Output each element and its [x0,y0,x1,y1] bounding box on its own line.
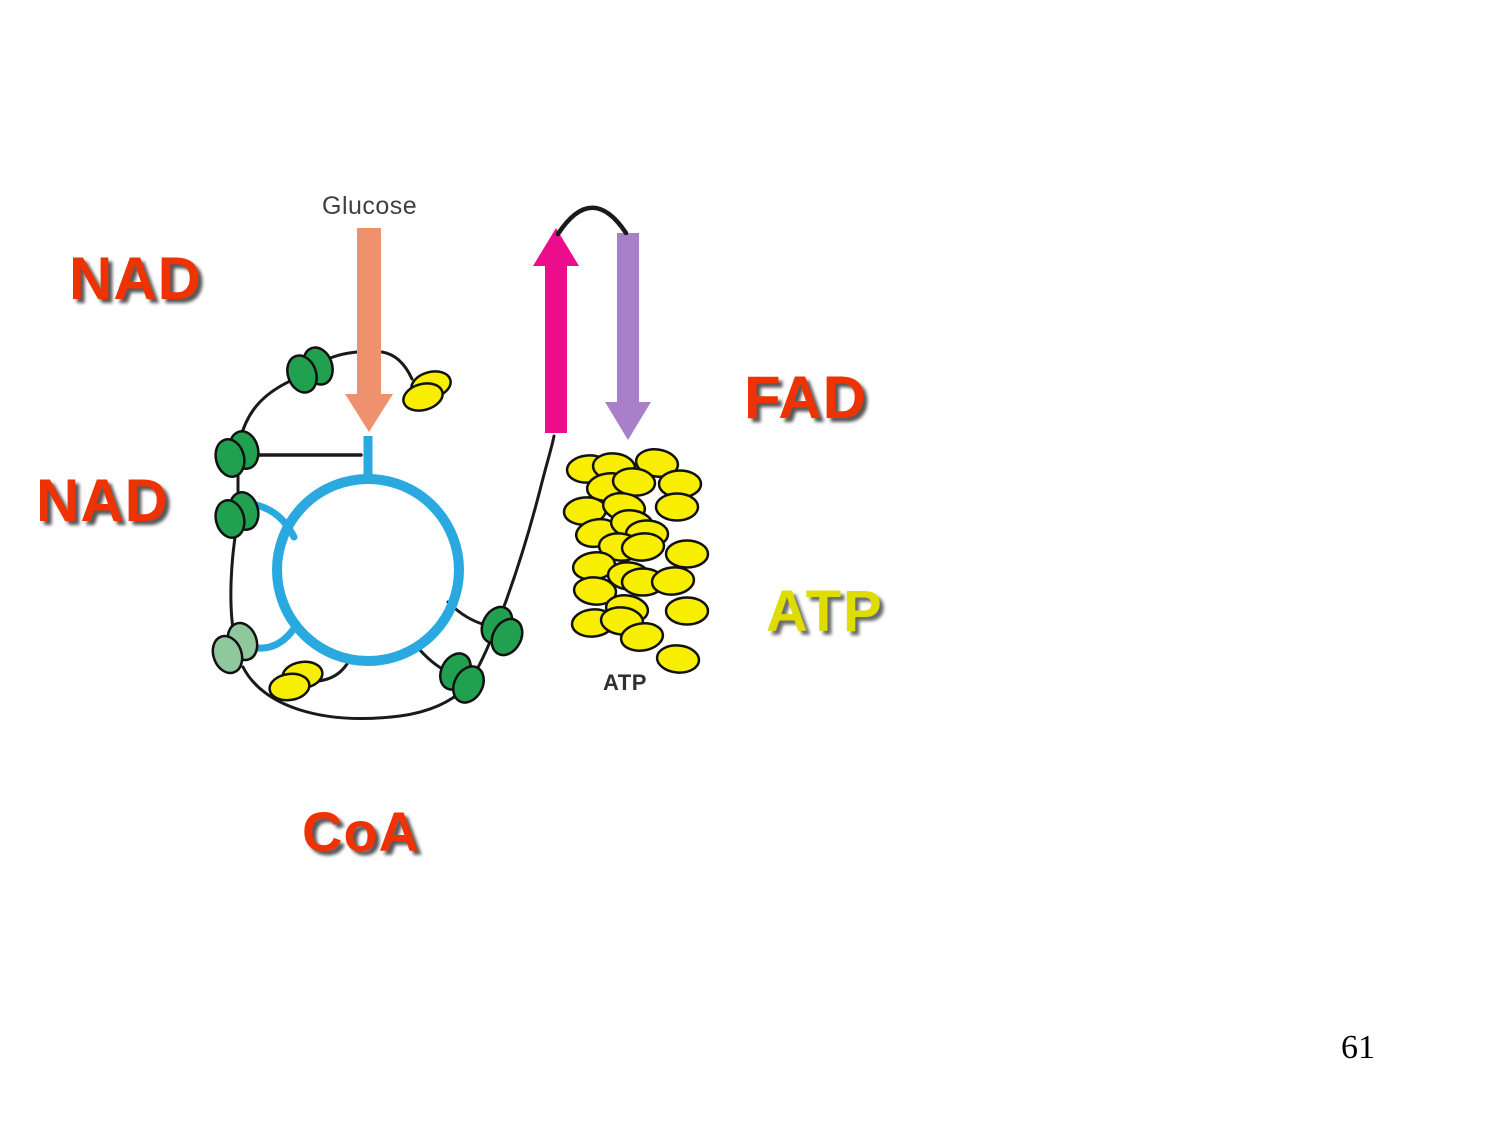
krebs-cycle-circle [272,474,464,666]
atp-molecule [664,539,710,569]
nadh-pair-right-1 [480,605,524,657]
atp-molecule [650,566,696,596]
fad-down-arrow [605,233,651,440]
nadh-pair-right-1-ellipse [490,617,524,657]
atp-molecule [620,532,666,562]
cycle-side-arc-upper [252,501,298,541]
nadh-pair-left-2 [214,491,260,539]
curve-nadh-chain-upper [238,375,301,442]
nadh-pair-left-2-ellipse [214,499,246,539]
atp-molecule [654,492,700,522]
atp-molecule [572,576,618,606]
nadh-pair-right-2 [439,652,485,704]
curve-cycle-to-atp-pair [316,662,349,683]
atp-pair-top [402,370,452,412]
nadh-pair-left-1-ellipse [214,438,246,478]
fad-label: FAD [744,364,867,431]
nadh-pair-top [286,346,334,394]
atp-molecule [634,448,680,478]
curve-arrow-to-atp-pair [380,350,414,381]
glucose-arrow [345,228,393,432]
curve-nadh-chain-lower [229,529,238,631]
atp-label-small: ATP [603,670,647,695]
nadh-pair-right-2-ellipse [452,665,485,704]
nad-label-left: NAD [36,467,169,534]
atp-pair-bottom [268,660,324,702]
nadh-pair-left-1 [214,430,260,478]
page-number: 61 [1341,1029,1375,1066]
molecule-pairs [211,346,524,704]
atp-molecule [664,596,710,626]
krebs-cycle [252,436,464,666]
atp-label-large: ATP [766,579,884,644]
atp-pair-top-ellipse [402,382,444,412]
nadh-pair-top-ellipse [286,354,318,394]
coa-molecule-pair [211,621,259,675]
curve-bottom-sweep [241,665,468,720]
glucose-label: Glucose [322,192,418,220]
atp-cluster [562,448,710,674]
electron-up-arrow [533,228,579,433]
atp-pair-bottom-ellipse [268,672,311,702]
cycle-side-arc-lower [253,620,301,652]
coa-molecule-pair-ellipse [211,634,244,675]
atp-molecule [655,644,701,674]
atp-molecule [619,622,665,652]
arrow-connecting-arc [555,205,629,237]
nad-label-top: NAD [69,245,202,312]
coa-label: CoA [302,800,421,863]
curve-to-electron-arrow [464,434,556,690]
